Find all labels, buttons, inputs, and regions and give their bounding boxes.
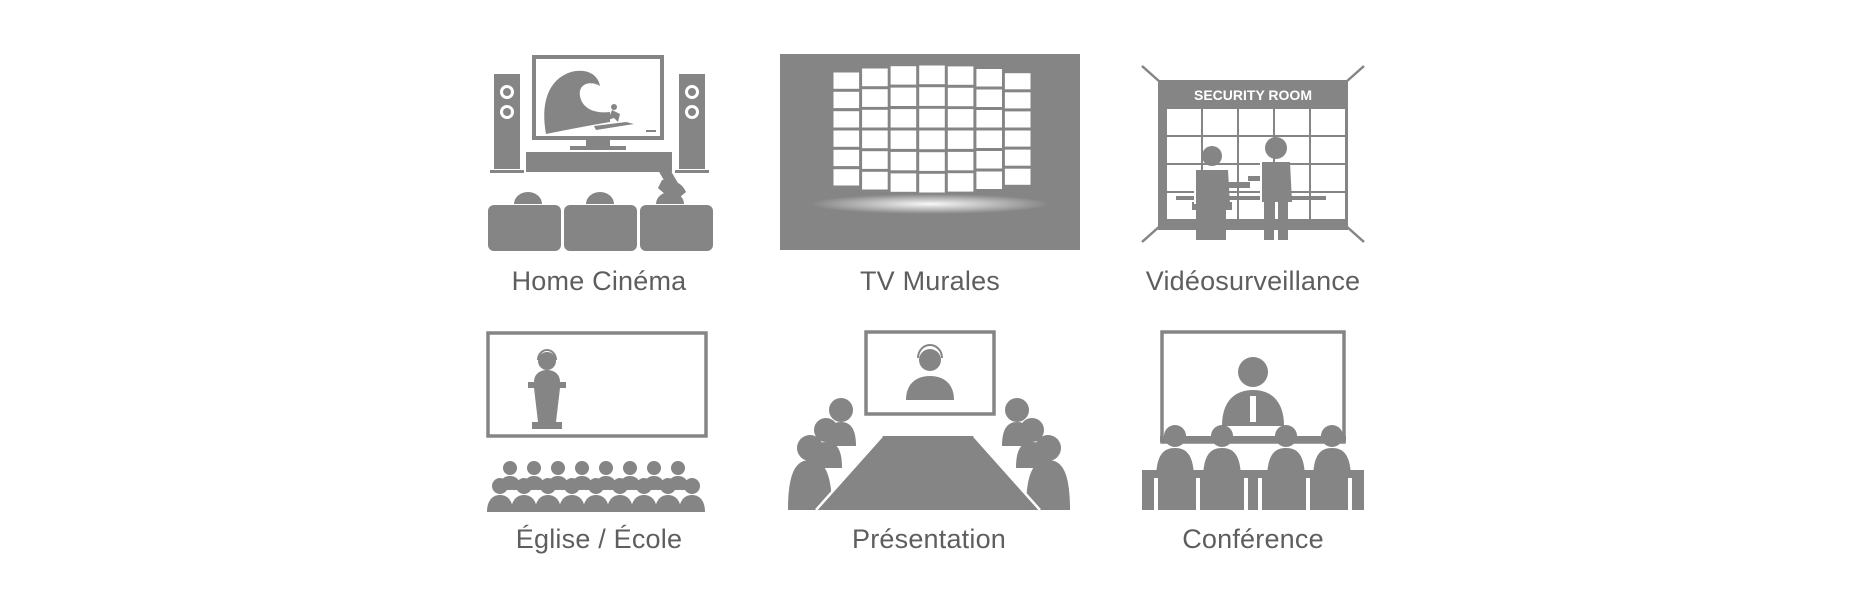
presentation-icon: [788, 330, 1070, 511]
tile-home-cinema: Home Cinéma: [486, 52, 713, 302]
tile-label: Présentation: [852, 524, 1006, 554]
conference-icon: [1142, 330, 1364, 510]
security-room-icon: SECURITY ROOM: [1141, 65, 1365, 243]
tile-label: Église / École: [515, 524, 683, 554]
church-school-icon: [486, 331, 708, 512]
security-screen-title: SECURITY ROOM: [1194, 87, 1312, 103]
video-wall-icon: [780, 54, 1080, 250]
tile-church-school: Église / École: [486, 330, 712, 570]
tile-video-wall: TV Murales: [780, 54, 1080, 304]
tile-conference: Conférence: [1140, 330, 1366, 570]
tile-label: TV Murales: [859, 266, 1001, 296]
home-cinema-icon: [488, 55, 713, 251]
tile-presentation: Présentation: [784, 330, 1074, 570]
tile-security: SECURITY ROOM Vidéosurveillance: [1140, 64, 1366, 304]
tile-label: Home Cinéma: [511, 266, 687, 296]
tile-label: Conférence: [1182, 524, 1324, 554]
tile-label: Vidéosurveillance: [1145, 266, 1361, 296]
